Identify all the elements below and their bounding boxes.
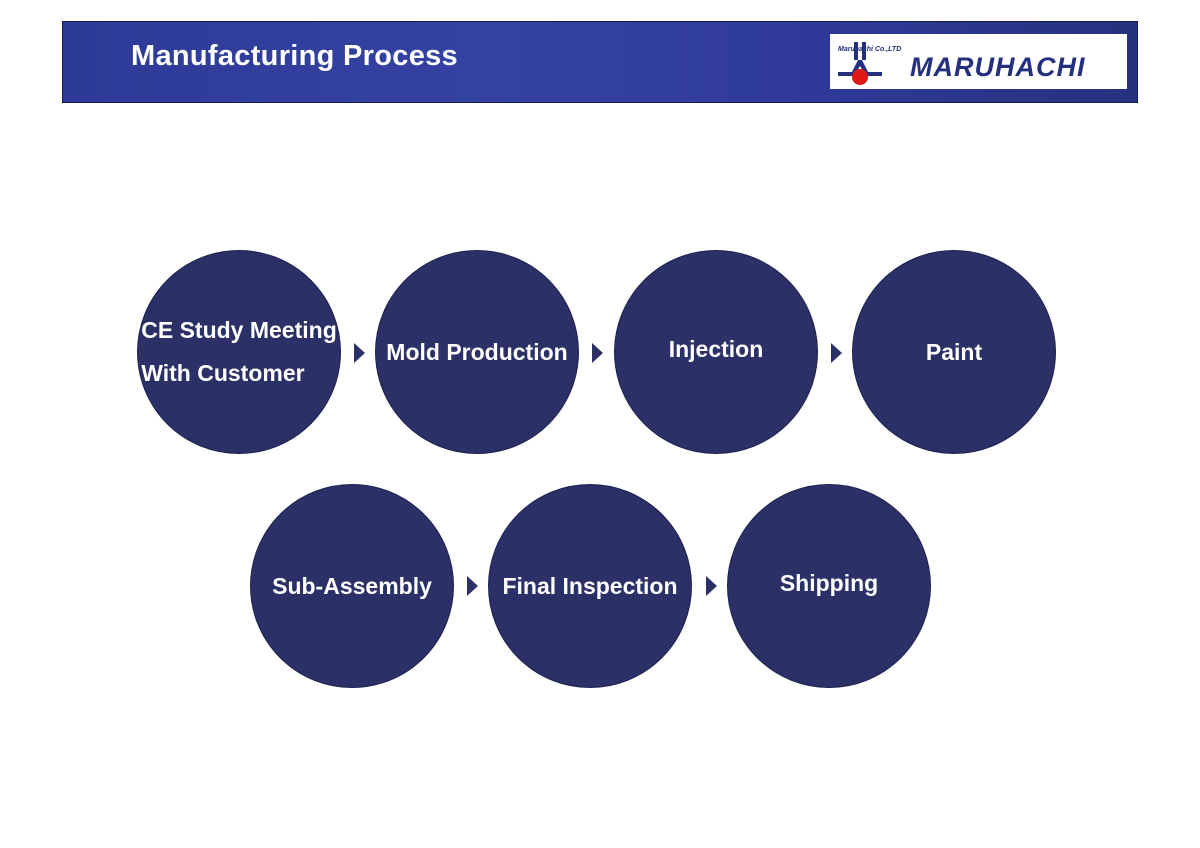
header-banner: Manufacturing Process Maruhachi Co.,LTD … <box>62 21 1138 103</box>
step-mold-production: Mold Production <box>375 250 579 454</box>
arrow-right-icon <box>831 343 842 363</box>
logo-brand-text: MARUHACHI <box>910 52 1085 82</box>
arrow-right-icon <box>706 576 717 596</box>
arrow-right-icon <box>467 576 478 596</box>
svg-text:Maruhachi Co.,LTD: Maruhachi Co.,LTD <box>838 46 901 53</box>
page-title: Manufacturing Process <box>131 40 458 72</box>
step-label: With Customer <box>141 360 305 386</box>
step-injection: Injection <box>614 250 818 454</box>
step-label: Final Inspection <box>502 572 678 599</box>
step-label: CE Study Meeting <box>141 317 337 343</box>
arrow-right-icon <box>592 343 603 363</box>
step-paint: Paint <box>852 250 1056 454</box>
step-final-inspection: Final Inspection <box>488 484 692 688</box>
step-label: Shipping <box>779 569 879 596</box>
step-label: Injection <box>668 335 764 362</box>
step-sub-assembly: Sub-Assembly <box>250 484 454 688</box>
step-shipping: Shipping <box>727 484 931 688</box>
step-label: Paint <box>925 338 983 365</box>
arrow-right-icon <box>354 343 365 363</box>
step-label: Sub-Assembly <box>272 572 432 599</box>
company-logo: Maruhachi Co.,LTD MARUHACHI <box>830 34 1127 89</box>
step-label: Mold Production <box>386 338 568 365</box>
